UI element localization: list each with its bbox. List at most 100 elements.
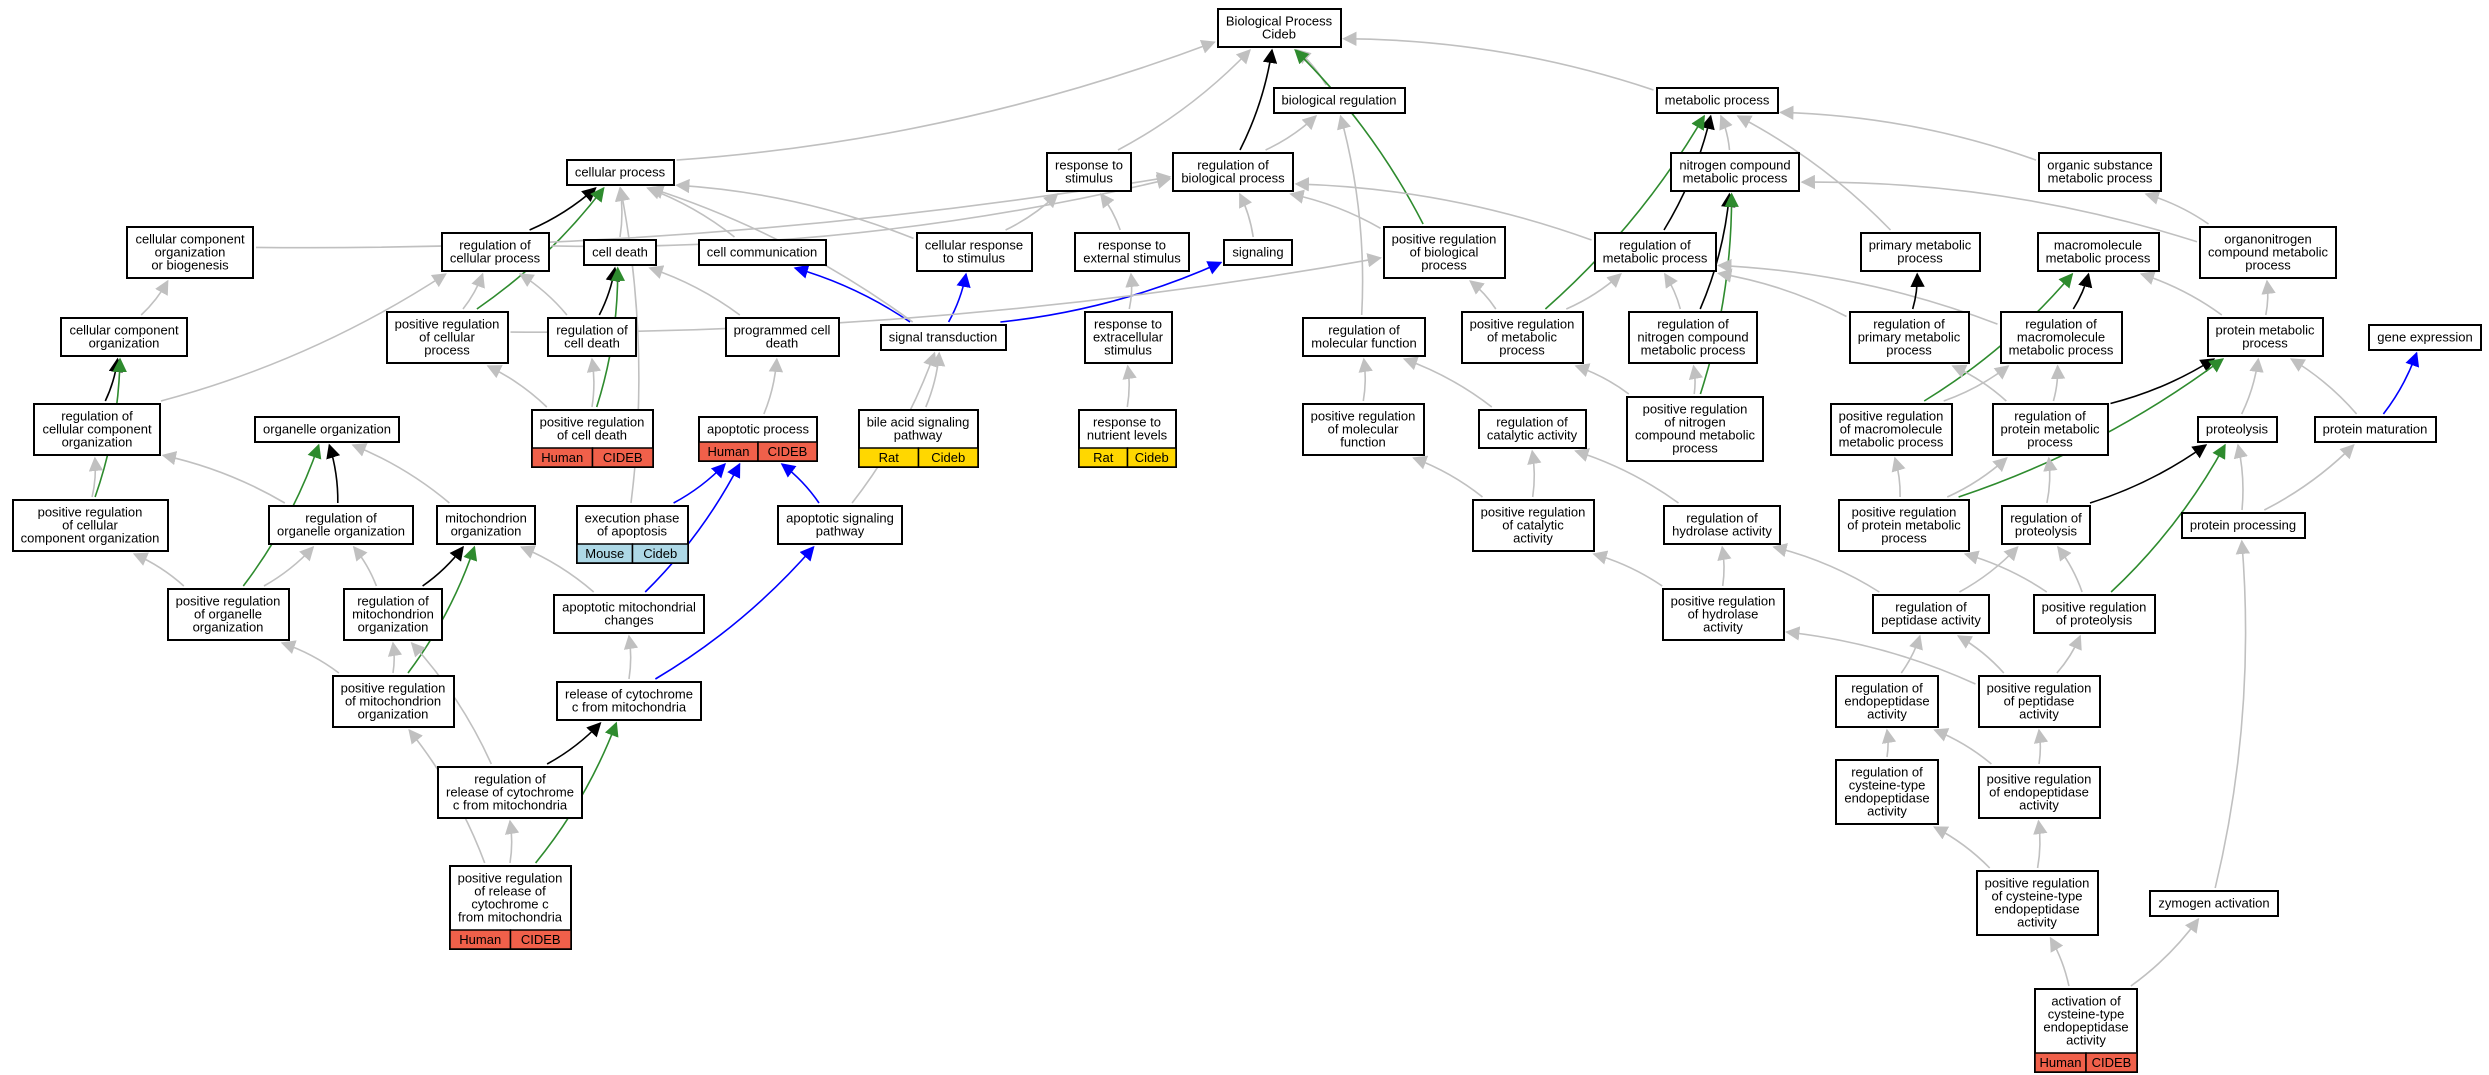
- gray-arrow: [518, 273, 568, 316]
- go-term-node[interactable]: protein processing: [2181, 512, 2306, 539]
- node-label-line: apoptotic process: [707, 422, 809, 437]
- node-label-line: response to: [1055, 158, 1123, 173]
- node-box: [1217, 8, 1342, 48]
- go-term-node[interactable]: protein maturation: [2314, 416, 2437, 443]
- node-box: [1978, 675, 2101, 728]
- go-term-node[interactable]: signaling: [1223, 239, 1293, 266]
- node-label-line: activity: [1703, 620, 1743, 635]
- node-label-line: positive regulation: [341, 681, 446, 696]
- node-label-line: cellular process: [575, 165, 666, 180]
- go-term-node[interactable]: metabolic process: [1656, 87, 1779, 114]
- node-box: [2197, 416, 2278, 443]
- edge: [1779, 105, 2037, 161]
- node-label-line: of molecular: [1328, 422, 1399, 437]
- go-term-node[interactable]: biological regulation: [1273, 87, 1406, 114]
- edge: [351, 443, 450, 504]
- go-term-node[interactable]: cell communication: [698, 239, 827, 266]
- node-label-line: release of cytochrome: [565, 687, 693, 702]
- go-term-node[interactable]: regulation ofcysteine-typeendopeptidasea…: [1835, 759, 1939, 825]
- go-term-node[interactable]: cell death: [583, 239, 657, 266]
- go-term-node[interactable]: zymogen activation: [2149, 890, 2279, 917]
- go-term-node[interactable]: signal transduction: [880, 324, 1007, 351]
- edge: [1719, 114, 1733, 151]
- node-label-line: positive regulation: [1643, 402, 1748, 417]
- node-label-line: cellular component: [69, 323, 179, 338]
- gray-arrow: [1933, 728, 1992, 765]
- gray-arrow: [1717, 268, 1847, 318]
- node-label-line: regulation of: [1851, 765, 1923, 780]
- node-label-line: positive regulation: [1987, 681, 2092, 696]
- go-term-node[interactable]: cellular process: [566, 159, 675, 186]
- edge: [1800, 174, 2198, 243]
- tag-cell: [1126, 447, 1177, 468]
- edge: [1946, 457, 2008, 498]
- node-label-line: activation of: [2051, 994, 2121, 1009]
- go-term-node[interactable]: organelle organization: [254, 416, 400, 443]
- gray-arrow: [2233, 443, 2248, 511]
- node-label-line: peptidase activity: [1881, 613, 1981, 628]
- go-term-node[interactable]: gene expression: [2368, 324, 2482, 351]
- go-term-node[interactable]: activation ofcysteine-typeendopeptidasea…: [2034, 988, 2138, 1073]
- go-term-node[interactable]: proteolysis: [2197, 416, 2278, 443]
